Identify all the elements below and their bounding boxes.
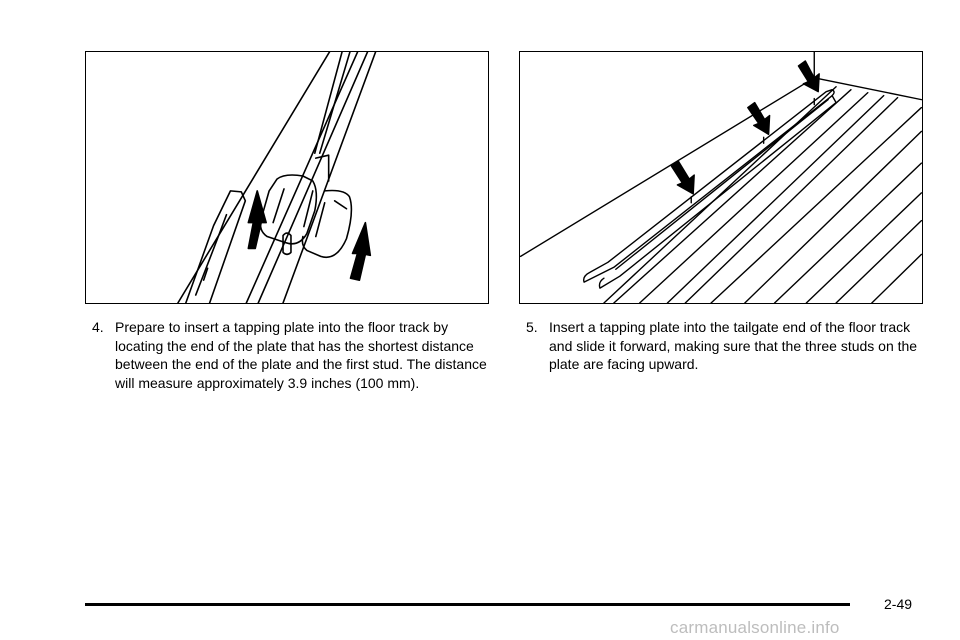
step-number: 4. [92,319,104,335]
instruction-step-5: 5. Insert a tapping plate into the tailg… [526,318,921,374]
page-number: 2-49 [884,596,913,612]
illustration-track-plate-end [85,51,489,304]
instruction-step-4: 4. Prepare to insert a tapping plate int… [92,318,487,392]
footer-rule [85,603,850,606]
track-plate-drawing [177,52,377,303]
track-tailgate-drawing [520,52,922,303]
step-number: 5. [526,319,538,335]
watermark: carmanualsonline.info [670,618,840,637]
step-text: Prepare to insert a tapping plate into t… [115,319,487,391]
illustration-track-tailgate-end [519,51,923,304]
step-text: Insert a tapping plate into the tailgate… [549,319,918,372]
